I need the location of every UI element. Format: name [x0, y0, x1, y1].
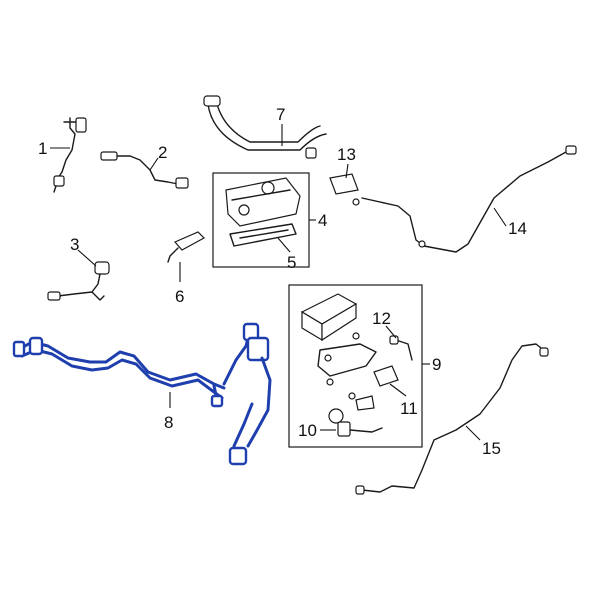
part-14-hose[interactable]: [361, 145, 577, 253]
callout-9: 9: [432, 355, 441, 374]
part-8-harness-highlighted[interactable]: [12, 322, 272, 466]
callout-8: 8: [164, 413, 173, 432]
leader-2: [149, 157, 159, 171]
callout-2: 2: [158, 143, 167, 162]
callout-15: 15: [482, 439, 501, 458]
part-13-sensor[interactable]: [329, 173, 360, 206]
box-part-9: [288, 284, 423, 448]
leader-11: [389, 383, 407, 397]
part-5-gasket[interactable]: [229, 223, 297, 247]
leader-15: [465, 425, 481, 441]
leader-13: [345, 163, 349, 179]
callout-4: 4: [318, 211, 327, 230]
part-10-valve[interactable]: [328, 408, 383, 437]
callout-6: 6: [175, 287, 184, 306]
callout-3: 3: [70, 235, 79, 254]
callout-13: 13: [337, 145, 356, 164]
part-3-sensor-connector[interactable]: [47, 261, 110, 301]
callout-7: 7: [276, 105, 285, 124]
part-11-solenoid[interactable]: [373, 365, 399, 387]
leader-5: [277, 237, 291, 253]
part-1-oxygen-sensor[interactable]: [53, 117, 87, 193]
part-2-oxygen-sensor[interactable]: [100, 151, 189, 189]
callout-11: 11: [400, 399, 418, 418]
callout-5: 5: [287, 253, 296, 272]
part-7-pipe[interactable]: [203, 95, 327, 159]
callout-14: 14: [508, 219, 527, 238]
part-9-canister-assembly[interactable]: [300, 293, 377, 411]
leader-14: [493, 207, 507, 227]
leader-3: [77, 249, 97, 267]
callout-10: 10: [298, 421, 317, 440]
leader-12: [385, 325, 397, 339]
callout-12: 12: [372, 309, 391, 328]
part-12-hose[interactable]: [389, 335, 413, 361]
callout-1: 1: [38, 139, 47, 158]
part-4-assembly[interactable]: [225, 177, 301, 227]
part-15-hose[interactable]: [355, 343, 549, 495]
part-6-sensor[interactable]: [167, 231, 205, 263]
